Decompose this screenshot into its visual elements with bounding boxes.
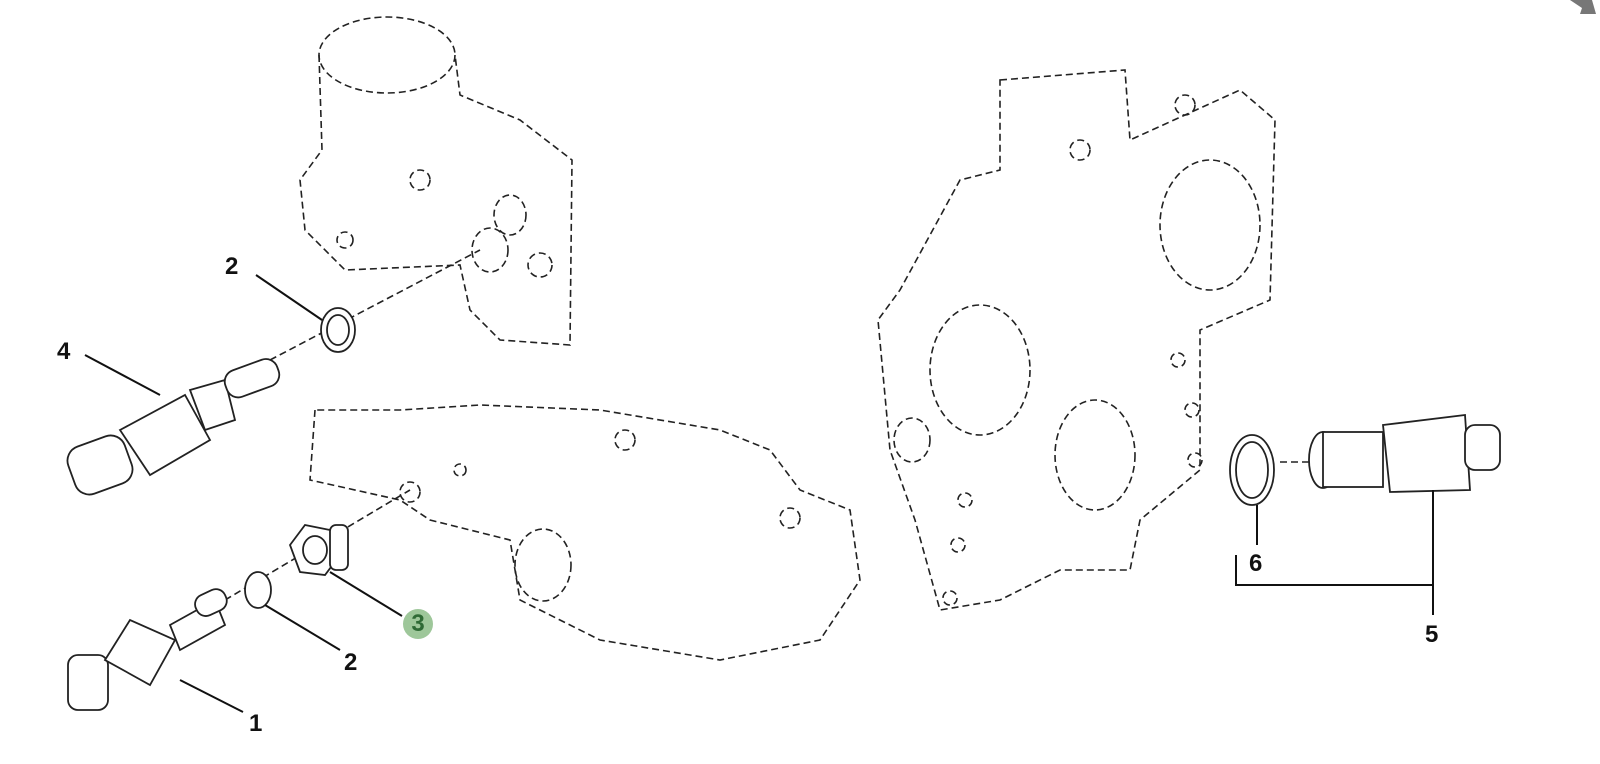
callout-4[interactable]: 4 <box>57 338 71 365</box>
sensor-1 <box>67 588 228 711</box>
seal-ring <box>244 571 272 609</box>
expand-arrow-icon[interactable] <box>1540 0 1600 20</box>
sensor-5 <box>1308 413 1501 493</box>
callout-6[interactable]: 6 <box>1249 550 1263 577</box>
callout-3-selected[interactable]: 3 <box>403 609 433 639</box>
sensor-4 <box>66 358 281 496</box>
thermostat-housing <box>299 16 573 346</box>
timing-cover <box>877 69 1276 611</box>
cylinder-head <box>309 404 861 661</box>
callout-1[interactable]: 1 <box>249 710 263 737</box>
callout-2-lower[interactable]: 2 <box>344 649 358 676</box>
adapter-nut <box>288 524 349 576</box>
callout-5[interactable]: 5 <box>1425 621 1439 648</box>
callout-2-upper[interactable]: 2 <box>225 253 239 280</box>
